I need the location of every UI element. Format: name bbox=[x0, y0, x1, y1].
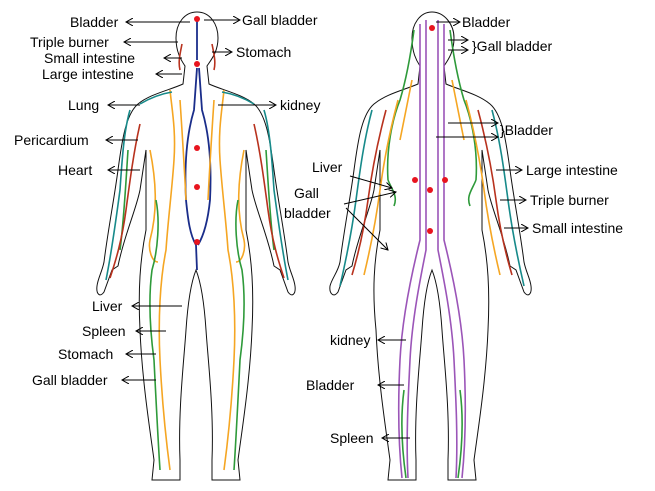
back-label-large-intestine: Large intestine bbox=[526, 162, 618, 178]
back-green-meridian bbox=[388, 30, 477, 478]
back-label-spleen: Spleen bbox=[330, 430, 374, 446]
back-label-triple-burner: Triple burner bbox=[530, 192, 609, 208]
front-label-heart: Heart bbox=[58, 162, 92, 178]
back-labels: Bladder }Gall bladder }Bladder Liver Gal… bbox=[284, 14, 623, 446]
back-acupoint bbox=[412, 177, 418, 183]
front-label-bladder: Bladder bbox=[70, 14, 119, 30]
back-acupoint bbox=[429, 25, 435, 31]
back-label-bladder-mid: }Bladder bbox=[500, 122, 553, 138]
front-label-triple-burner: Triple burner bbox=[30, 34, 109, 50]
front-label-kidney: kidney bbox=[280, 97, 320, 113]
front-label-lung: Lung bbox=[68, 97, 99, 113]
front-label-small-intestine: Small intestine bbox=[44, 50, 135, 66]
back-purple-meridian bbox=[399, 20, 466, 478]
back-label-kidney: kidney bbox=[330, 332, 370, 348]
back-acupoint bbox=[427, 228, 433, 234]
front-acupoint bbox=[194, 239, 200, 245]
back-acupoint bbox=[442, 177, 448, 183]
back-figure bbox=[330, 12, 531, 480]
back-label-gall-line2: bladder bbox=[284, 205, 331, 221]
back-label-gall-bladder: }Gall bladder bbox=[472, 38, 553, 54]
front-acupoint bbox=[194, 61, 200, 67]
front-label-gall-bladder-low: Gall bladder bbox=[32, 372, 108, 388]
front-label-liver: Liver bbox=[92, 298, 123, 314]
front-label-pericardium: Pericardium bbox=[14, 132, 89, 148]
back-label-liver: Liver bbox=[312, 159, 343, 175]
front-label-large-intestine: Large intestine bbox=[42, 66, 134, 82]
front-label-gall-bladder: Gall bladder bbox=[242, 12, 318, 28]
front-acupoint bbox=[194, 145, 200, 151]
front-label-spleen: Spleen bbox=[82, 323, 126, 339]
front-acupoint bbox=[194, 16, 200, 22]
back-acupoint bbox=[427, 187, 433, 193]
front-label-stomach-low: Stomach bbox=[58, 346, 113, 362]
front-green-meridian bbox=[120, 150, 274, 470]
back-label-bladder-top: Bladder bbox=[462, 14, 511, 30]
front-labels: Bladder Gall bladder Triple burner Stoma… bbox=[14, 12, 320, 388]
front-figure bbox=[97, 12, 295, 480]
back-label-gall-line1: Gall bbox=[294, 185, 319, 201]
back-label-small-intestine: Small intestine bbox=[532, 220, 623, 236]
back-red-meridian bbox=[352, 110, 512, 275]
front-acupoint bbox=[194, 184, 200, 190]
front-label-stomach: Stomach bbox=[236, 44, 291, 60]
back-label-bladder-low: Bladder bbox=[306, 377, 355, 393]
